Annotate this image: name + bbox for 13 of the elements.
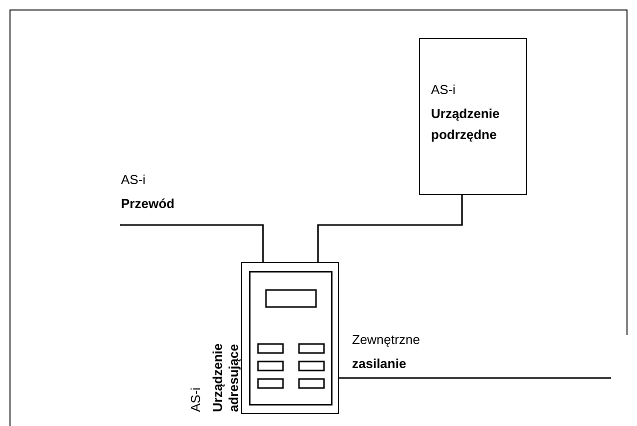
addressing-device <box>241 262 339 414</box>
cable-name: zasilanie <box>352 355 406 373</box>
device-type-label: AS-i <box>188 386 204 412</box>
device-box <box>419 38 527 195</box>
device-name: Urządzenie podrzędne <box>431 105 501 144</box>
cable-type-label: Zewnętrzne <box>352 331 420 349</box>
device-type-label: AS-i <box>431 81 457 99</box>
cable-line <box>317 195 463 262</box>
cable-name: Przewód <box>121 195 174 213</box>
cable-line <box>339 377 611 379</box>
cable-line <box>120 224 264 262</box>
device-name: Urządzenie adresujące <box>210 342 242 412</box>
cable-type-label: AS-i <box>121 171 146 189</box>
